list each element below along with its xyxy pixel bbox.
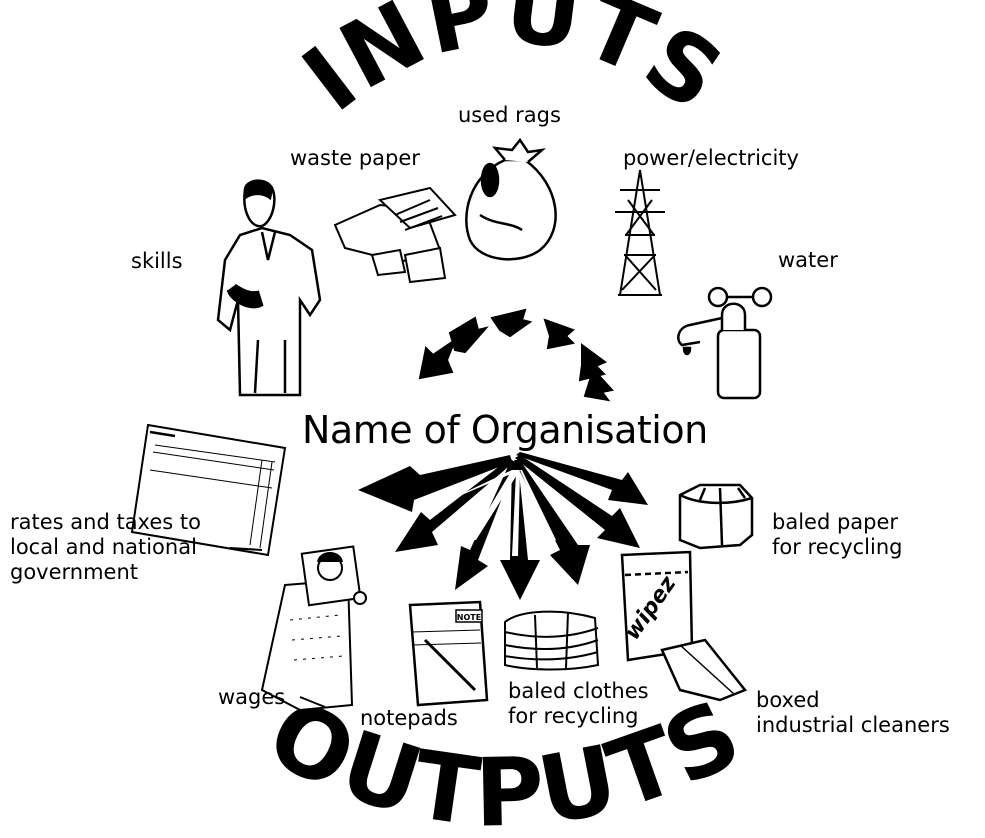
input-label-used-rags: used rags: [458, 103, 561, 127]
notepad-icon: [408, 600, 489, 707]
output-arrows: [358, 452, 648, 600]
output-label-baled-clothes: baled clothes for recycling: [508, 679, 649, 728]
paper-bale-icon: [678, 483, 754, 550]
tax-form-icon: [130, 423, 287, 557]
pylon-icon: [615, 169, 665, 296]
output-arrow: [500, 462, 540, 600]
input-arrow: [418, 337, 458, 380]
input-arrow: [578, 343, 607, 382]
output-arrow: [395, 458, 514, 552]
input-arrow: [543, 318, 576, 350]
output-label-notepads: notepads: [360, 706, 458, 730]
output-arrow: [515, 455, 640, 548]
tap-icon: [677, 286, 773, 400]
input-arrows: [418, 308, 614, 402]
output-label-baled-paper: baled paper for recycling: [772, 510, 903, 559]
input-arrow: [448, 316, 489, 354]
notepad-brand: NOTE: [457, 613, 481, 622]
output-arrow: [514, 460, 590, 585]
input-label-waste-paper: waste paper: [290, 146, 420, 170]
wages-leader-line: [299, 696, 326, 708]
rates-leader-line: [229, 547, 263, 551]
output-label-boxed-cleaners: boxed industrial cleaners: [756, 688, 950, 737]
output-label-wages: wages: [218, 685, 286, 709]
input-label-water: water: [778, 248, 838, 272]
pay-packet-icon: [260, 545, 367, 712]
input-label-skills: skills: [131, 249, 183, 273]
output-label-rates-taxes: rates and taxes to local and national go…: [10, 510, 201, 584]
output-arrow: [358, 455, 512, 512]
clothes-bale-icon: [504, 610, 600, 671]
output-arrow: [516, 452, 648, 505]
rag-bag-icon: [465, 137, 557, 261]
organisation-name: Name of Organisation: [302, 408, 708, 452]
input-label-power: power/electricity: [623, 146, 799, 170]
waste-paper-icon: [333, 186, 457, 284]
input-arrow: [583, 365, 614, 402]
worker-icon: [216, 179, 322, 397]
input-arrow: [490, 308, 533, 338]
cleaner-box-icon: [620, 550, 748, 702]
